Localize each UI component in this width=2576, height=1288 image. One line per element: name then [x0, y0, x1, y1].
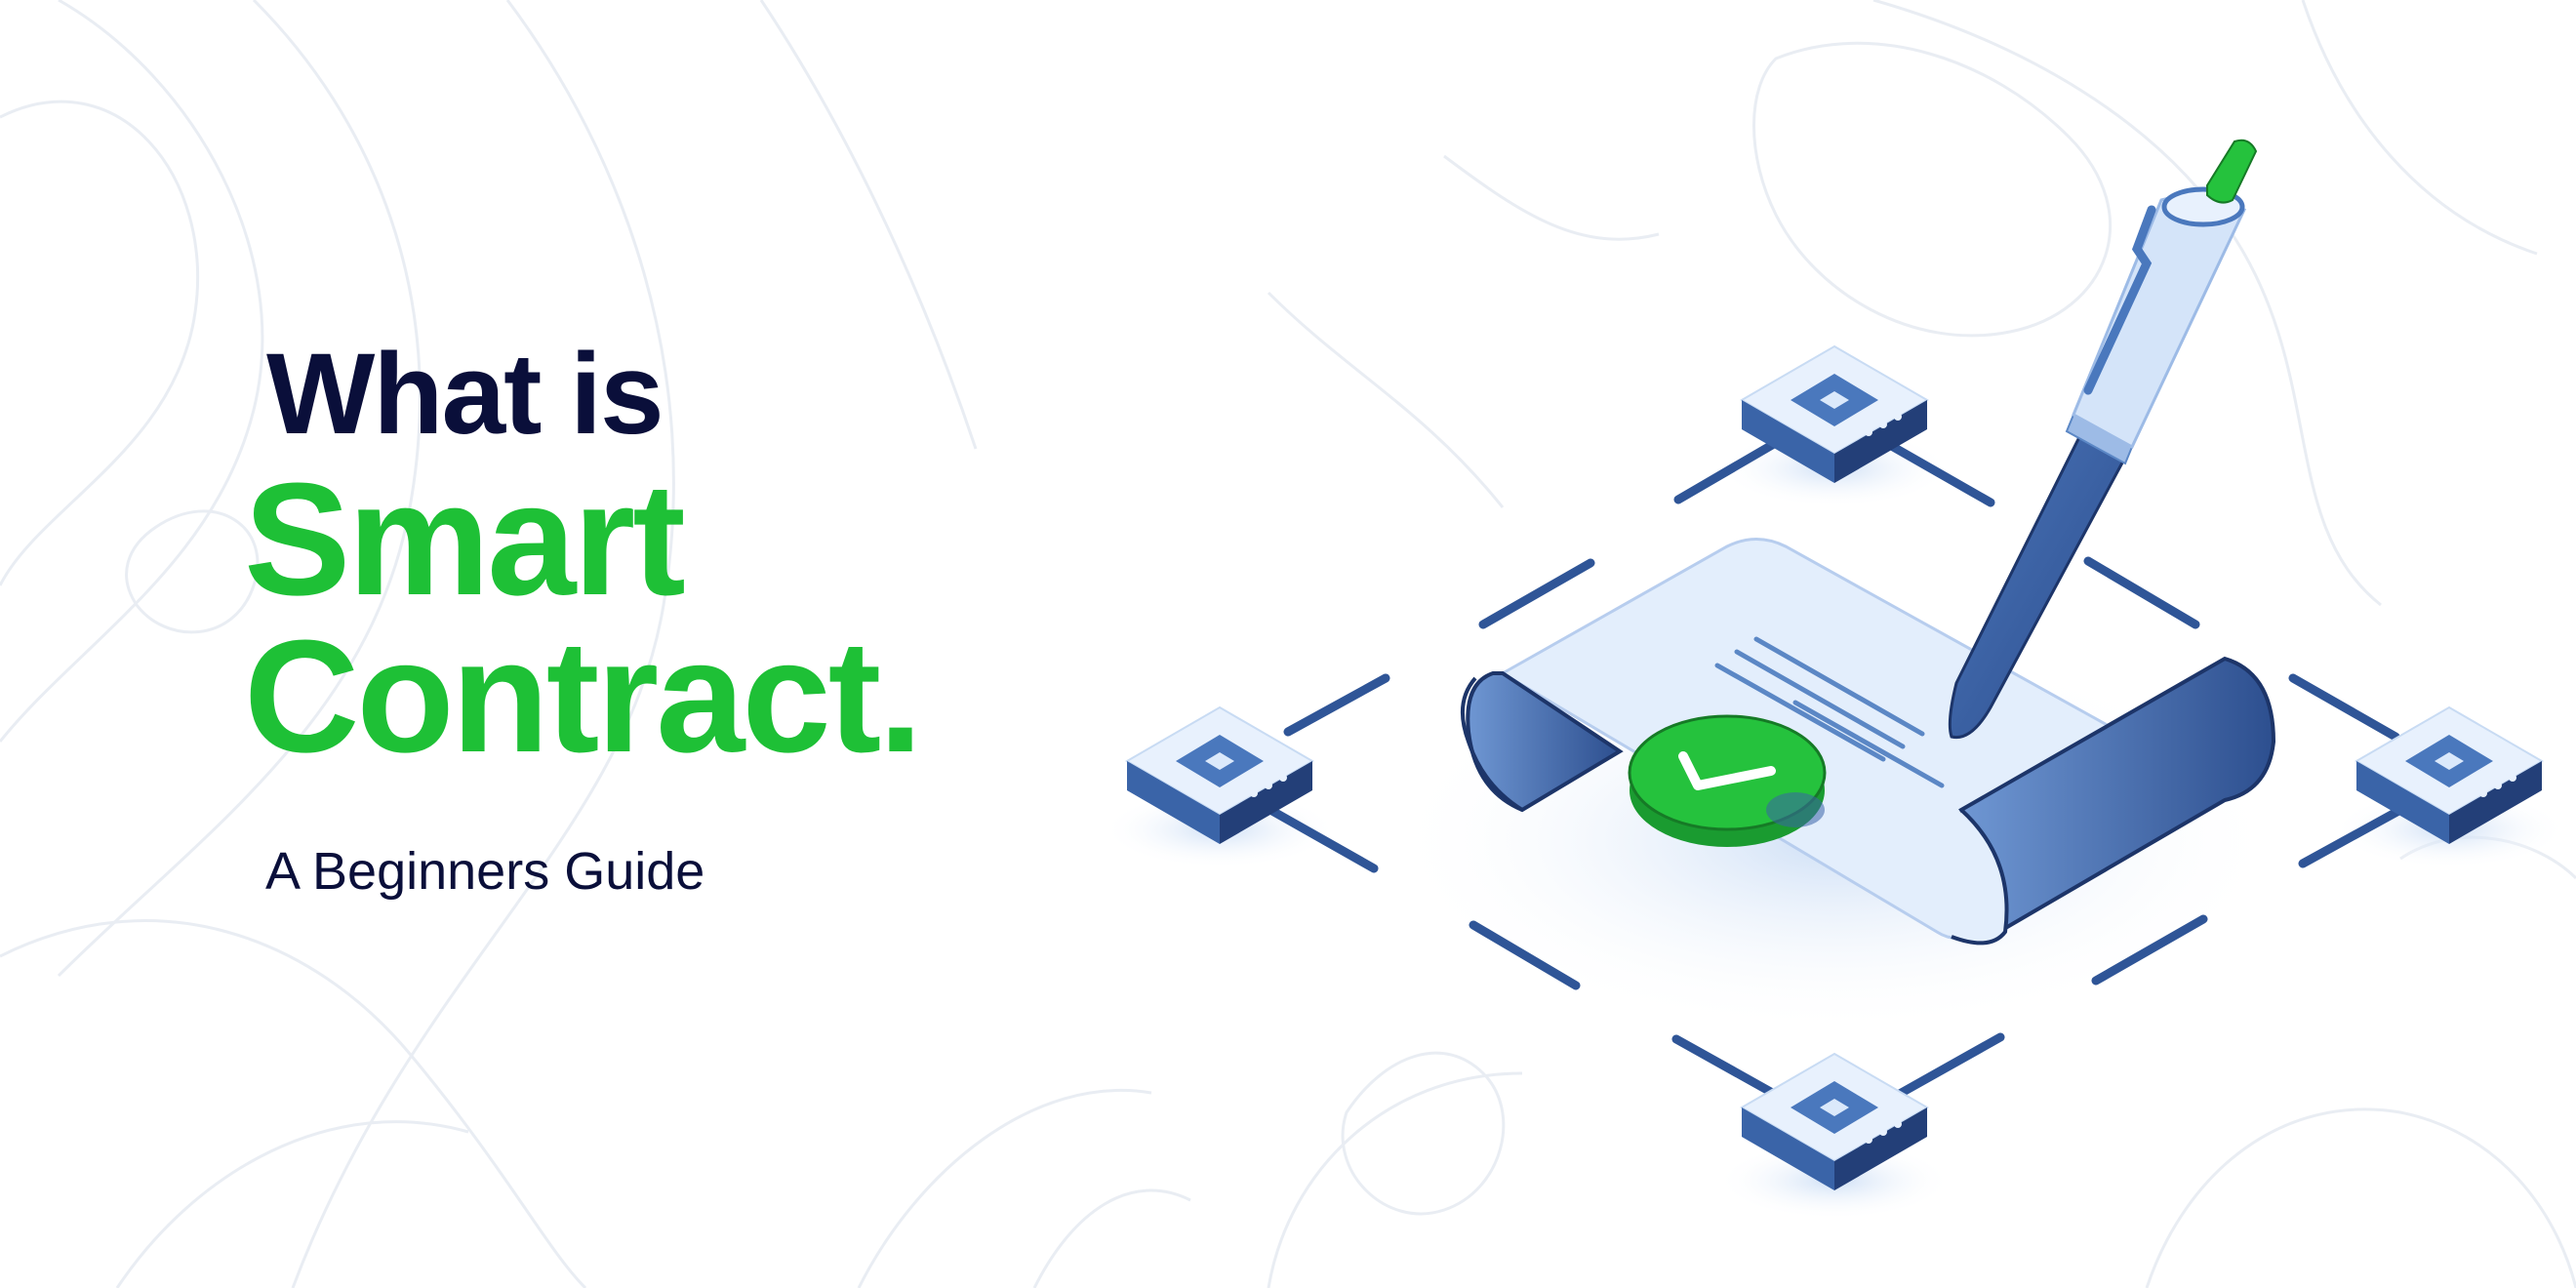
headline-line-contract: Contract.	[244, 606, 923, 785]
headline-subtitle: A Beginners Guide	[265, 842, 705, 902]
checkmark-seal-icon	[1628, 714, 1827, 847]
headline-line-what-is: What is	[266, 330, 664, 459]
hero-headline: What is Smart Contract. A Beginners Guid…	[244, 330, 923, 902]
pen-icon	[1948, 139, 2258, 740]
network-links	[1266, 429, 2405, 1100]
smart-contract-illustration	[1103, 139, 2566, 1220]
headline-line-smart: Smart	[244, 450, 686, 628]
